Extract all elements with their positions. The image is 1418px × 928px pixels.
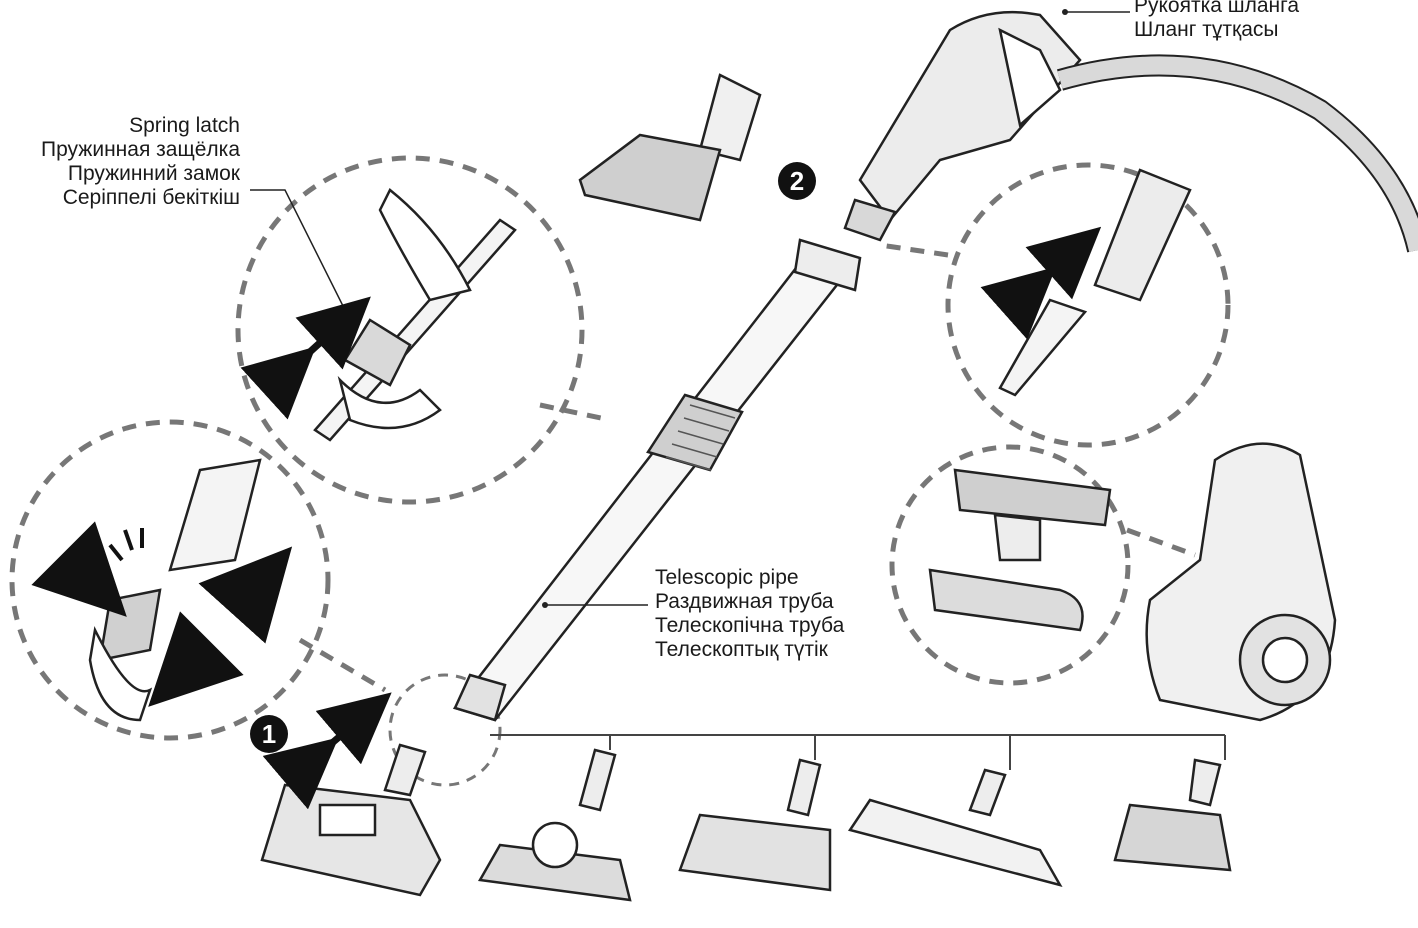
label-spring-latch: Spring latch Пружинная защёлка Пружинний… bbox=[18, 114, 240, 210]
nozzle-option-2 bbox=[678, 758, 832, 892]
label-spring-latch-ru: Пружинная защёлка bbox=[41, 138, 240, 161]
telescopic-pipe bbox=[452, 238, 862, 722]
label-spring-latch-en: Spring latch bbox=[129, 114, 240, 137]
label-telescopic-pipe-kk: Телескоптық түтік bbox=[655, 638, 828, 661]
label-hose-handle-ru: Рукоятка шланга bbox=[1134, 0, 1300, 17]
nozzle-set-bracket bbox=[490, 734, 1226, 770]
nozzle-option-3 bbox=[847, 768, 1063, 887]
release-detail bbox=[88, 458, 262, 722]
label-spring-latch-kk: Серіппелі бекіткіш bbox=[62, 186, 240, 209]
callout-circle-joint bbox=[388, 673, 502, 787]
accessory-tools bbox=[928, 468, 1112, 632]
label-spring-latch-uk: Пружинний замок bbox=[67, 162, 240, 185]
label-telescopic-pipe-ru: Раздвижная труба bbox=[655, 590, 834, 613]
callout-tails bbox=[298, 242, 1196, 693]
leader-dot-handle bbox=[1062, 9, 1068, 15]
label-hose-handle-kk: Шланг тұтқасы bbox=[1134, 18, 1279, 41]
label-telescopic-pipe-uk: Телескопічна труба bbox=[655, 614, 845, 637]
callout-circle-spring-latch bbox=[235, 155, 585, 505]
nozzle-option-1 bbox=[477, 748, 632, 902]
label-hose-handle: Рукоятка шланга Шланг тұтқасы bbox=[1134, 0, 1299, 42]
callout-circle-accessories bbox=[889, 444, 1131, 686]
callout-circle-hose-connect bbox=[945, 162, 1231, 448]
step-marker-2: 2 bbox=[778, 162, 816, 200]
push-arrow-icon bbox=[31, 521, 293, 707]
vacuum-body bbox=[1145, 442, 1337, 722]
callout-circle-release bbox=[9, 419, 331, 741]
hose-handle bbox=[843, 10, 1418, 253]
leader-lines bbox=[250, 11, 1130, 606]
double-arrow-icon bbox=[240, 226, 1102, 810]
floor-nozzle-main bbox=[260, 743, 442, 897]
nozzle-option-4 bbox=[1113, 758, 1232, 872]
spring-latch-detail bbox=[313, 188, 517, 442]
leader-dot-pipe bbox=[542, 602, 548, 608]
hose-connect-detail bbox=[998, 168, 1192, 397]
label-telescopic-pipe-en: Telescopic pipe bbox=[655, 566, 799, 589]
click-spark-icon bbox=[108, 528, 144, 562]
label-telescopic-pipe: Telescopic pipe Раздвижная труба Телеско… bbox=[655, 566, 844, 662]
step-marker-1: 1 bbox=[250, 715, 288, 753]
small-nozzle-tool bbox=[578, 73, 762, 222]
